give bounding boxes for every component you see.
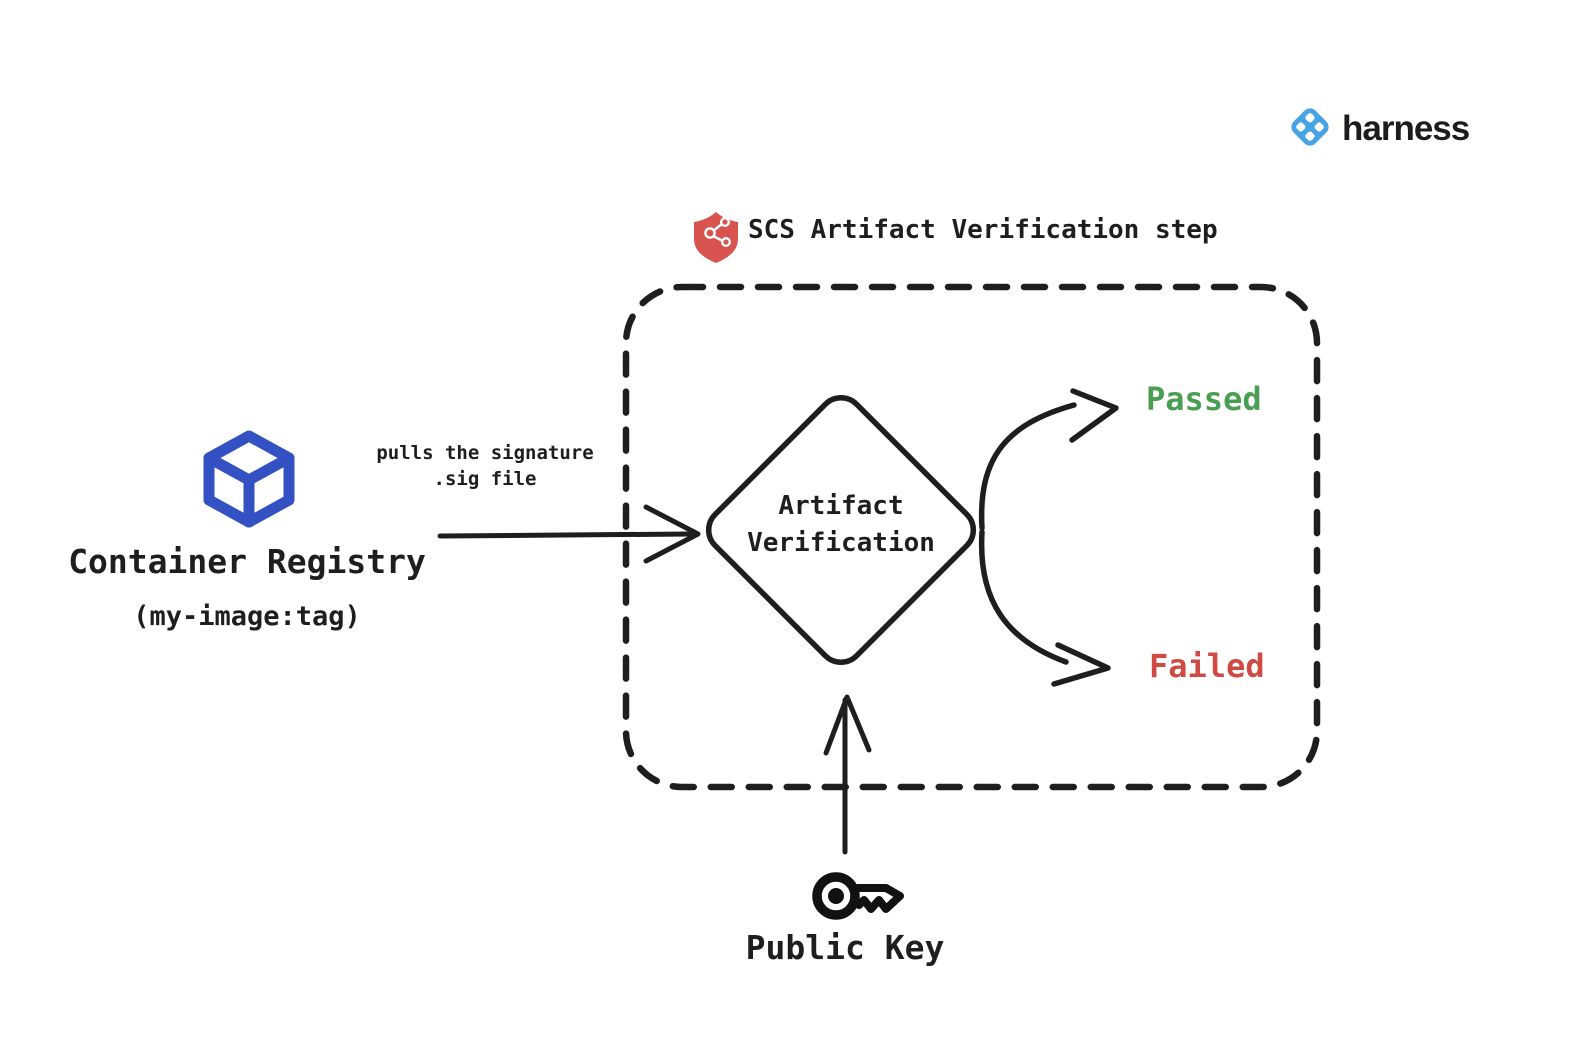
key-ring (812, 872, 860, 920)
harness-diamond-icon (1291, 108, 1329, 146)
key-ring-dot (828, 888, 844, 904)
harness-hole (1296, 122, 1306, 132)
decision-label-line1: Artifact (778, 491, 904, 521)
public-key-arrow-head (823, 694, 872, 756)
failed-arrow (978, 529, 1111, 687)
scs-shield-icon (694, 212, 738, 263)
decision-diamond (705, 394, 977, 666)
failed-arrow-shaft (978, 529, 1069, 665)
harness-logo: harness (1290, 103, 1550, 153)
harness-diamond-holes (1296, 113, 1324, 141)
verification-step-boundary (622, 283, 1321, 791)
pull-arrow-shaft (437, 531, 693, 539)
pull-arrow-head (643, 504, 701, 564)
passed-label: Passed (1146, 380, 1262, 418)
harness-hole (1314, 122, 1324, 132)
decision-diamond-shape (705, 394, 977, 666)
shield-graph (704, 216, 732, 247)
pull-edge-label-line2: .sig file (433, 468, 537, 490)
shield-graph-node (704, 227, 716, 239)
pull-arrow (437, 504, 701, 564)
public-key-arrow (823, 694, 872, 855)
key-icon (812, 872, 904, 920)
harness-hole (1305, 113, 1315, 123)
harness-hole (1305, 131, 1315, 141)
shield-graph-edge (712, 234, 724, 243)
passed-arrow-head (1069, 388, 1119, 443)
public-key-label: Public Key (745, 928, 945, 967)
decision-label-line2: Verification (747, 528, 935, 558)
key-blade (854, 884, 904, 913)
shield-graph-node (721, 236, 732, 247)
harness-logo-text: harness (1342, 108, 1470, 148)
passed-arrow-shaft (978, 402, 1077, 531)
container-cube-icon (203, 430, 295, 528)
shield-graph-node (720, 216, 731, 227)
pull-edge-label-line1: pulls the signature (376, 442, 594, 464)
pull-edge-label: pulls the signature .sig file (364, 440, 606, 492)
decision-label: Artifact Verification (716, 488, 966, 562)
step-title: SCS Artifact Verification step (748, 215, 1218, 245)
failed-arrow-head (1051, 642, 1111, 687)
failed-label: Failed (1149, 647, 1265, 685)
container-registry-label: Container Registry (68, 542, 426, 581)
harness-diamond-bg (1291, 108, 1329, 146)
passed-arrow (978, 388, 1119, 531)
container-registry-sublabel: (my-image:tag) (133, 601, 361, 632)
